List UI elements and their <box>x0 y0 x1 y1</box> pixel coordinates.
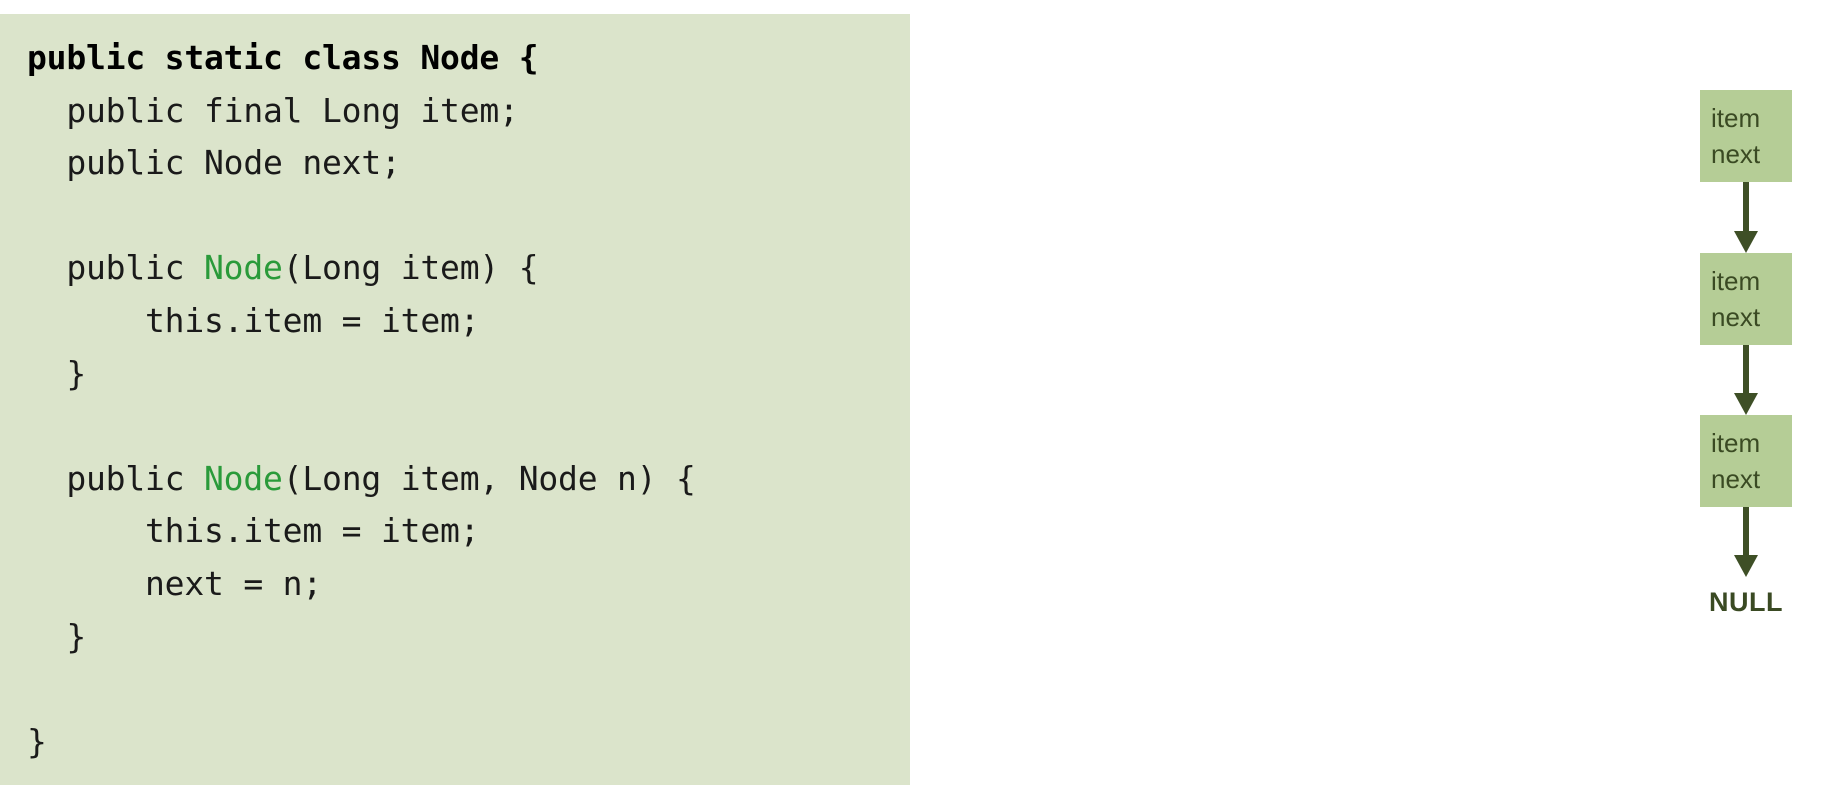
code-line: } <box>27 716 910 769</box>
code-token: (Long item) { <box>282 248 539 288</box>
node-field-next: next <box>1711 302 1761 332</box>
code-token: this.item = item; <box>27 300 480 340</box>
code-line: } <box>27 611 910 664</box>
code-line: public Node(Long item, Node n) { <box>27 453 910 506</box>
code-line <box>27 190 910 243</box>
code-token: public static class Node { <box>27 38 539 77</box>
code-line <box>27 400 910 453</box>
code-token: this.item = item; <box>27 511 480 551</box>
code-token: public <box>27 248 205 288</box>
node-field-item: item <box>1711 266 1761 296</box>
next-pointer-arrow <box>1734 507 1758 577</box>
arrow-shaft <box>1743 507 1749 557</box>
code-token: public <box>27 458 205 498</box>
code-token: } <box>27 353 87 393</box>
node-field-next: next <box>1711 464 1761 494</box>
list-node-box: item next <box>1700 90 1792 182</box>
code-line: public Node next; <box>27 137 910 190</box>
code-token: public Node next; <box>27 143 401 183</box>
code-line: this.item = item; <box>27 505 910 558</box>
code-block-panel: public static class Node { public final … <box>0 14 910 785</box>
null-terminator-label: NULL <box>1709 587 1783 617</box>
node-field-next: next <box>1711 139 1761 169</box>
code-token: public final Long item; <box>27 90 519 130</box>
code-line: public Node(Long item) { <box>27 242 910 295</box>
list-node-box: item next <box>1700 253 1792 345</box>
code-token: } <box>27 616 87 656</box>
code-token: (Long item, Node n) { <box>282 458 696 498</box>
code-line: } <box>27 348 910 401</box>
node-field-item: item <box>1711 103 1761 133</box>
next-pointer-arrow <box>1734 345 1758 415</box>
code-token: Node <box>204 458 283 498</box>
node-field-item: item <box>1711 428 1761 458</box>
code-token: next = n; <box>27 563 323 603</box>
code-line: next = n; <box>27 558 910 611</box>
list-node-box: item next <box>1700 415 1792 507</box>
code-line: this.item = item; <box>27 295 910 348</box>
code-line: public static class Node { <box>27 32 910 85</box>
code-listing: public static class Node { public final … <box>27 32 910 768</box>
code-line <box>27 663 910 716</box>
arrow-shaft <box>1743 345 1749 395</box>
arrow-head-icon <box>1734 393 1758 415</box>
code-token: } <box>27 721 47 761</box>
arrow-head-icon <box>1734 555 1758 577</box>
next-pointer-arrow <box>1734 182 1758 253</box>
code-token: Node <box>204 248 283 288</box>
arrow-head-icon <box>1734 231 1758 253</box>
code-line: public final Long item; <box>27 85 910 138</box>
arrow-shaft <box>1743 182 1749 233</box>
